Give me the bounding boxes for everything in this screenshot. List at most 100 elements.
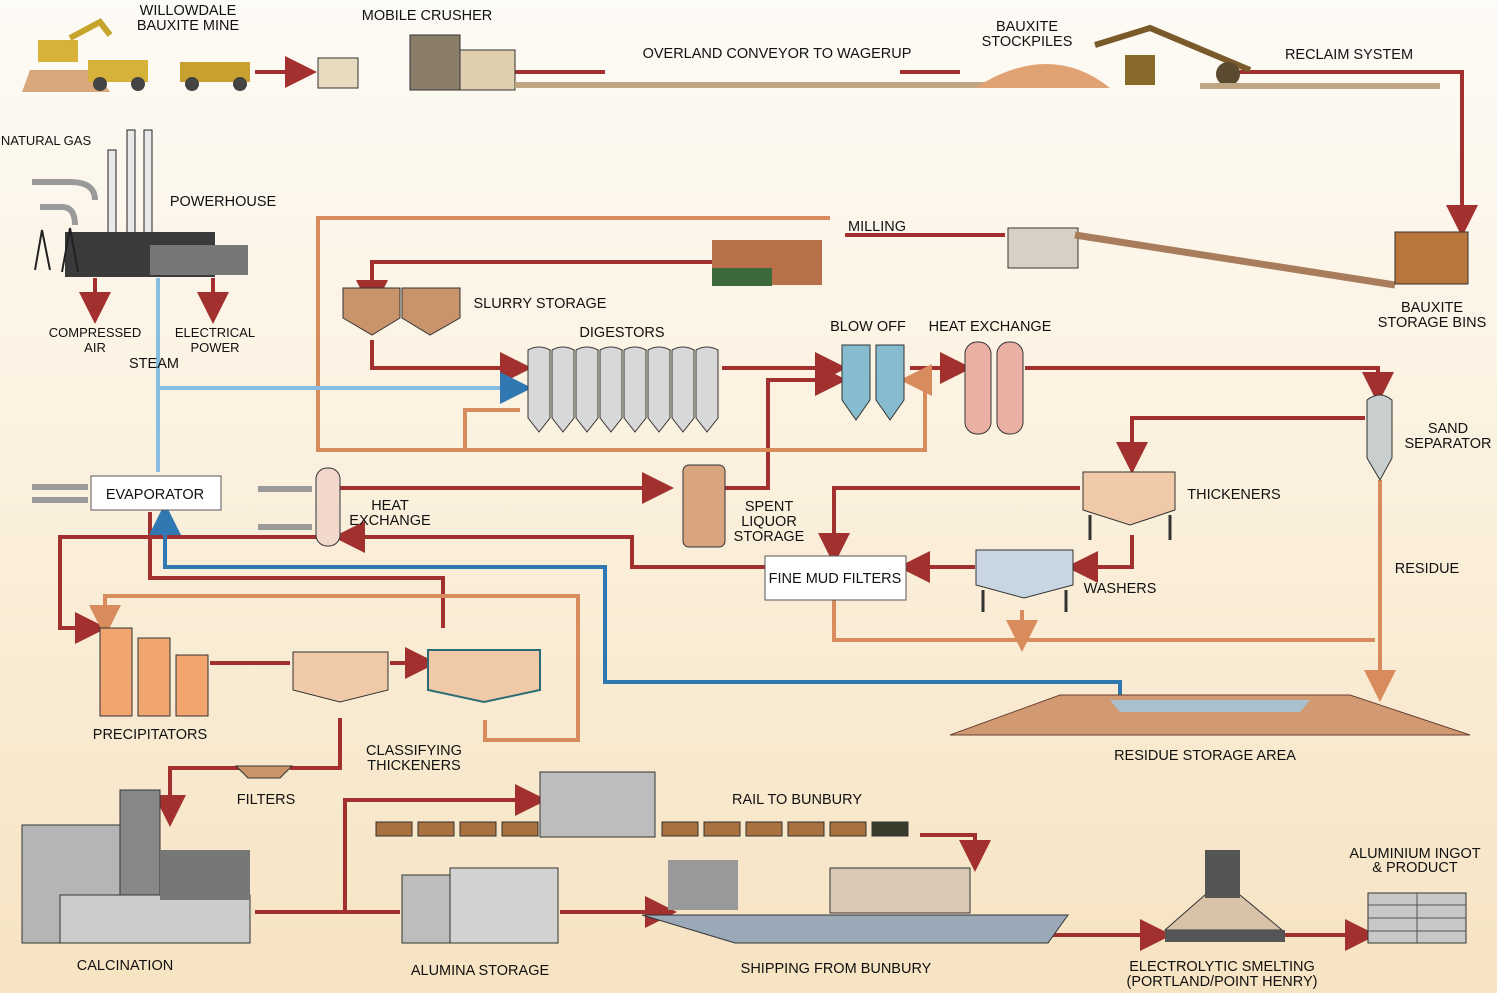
rail-wagon bbox=[829, 821, 867, 837]
heat-exchangers-top bbox=[964, 341, 1024, 435]
thickeners-label: THICKENERS bbox=[1187, 487, 1280, 503]
fine-mud-filters-label: FINE MUD FILTERS bbox=[769, 571, 902, 587]
rail-to-ship-pipe bbox=[920, 833, 991, 872]
slurry-tanks bbox=[342, 287, 461, 336]
filters-to-heatx-pipe bbox=[333, 521, 765, 569]
powerhouse-building bbox=[34, 129, 248, 277]
evaporator-box bbox=[90, 475, 222, 511]
digestor-vessels bbox=[527, 346, 719, 433]
rail-wagon bbox=[501, 821, 539, 837]
shipping-label: SHIPPING FROM BUNBURY bbox=[741, 961, 932, 977]
digestor-vessel bbox=[599, 346, 623, 433]
calcination-label: CALCINATION bbox=[77, 958, 173, 974]
bunbury-port-ship bbox=[641, 860, 1069, 944]
filter-unit bbox=[234, 765, 294, 779]
digestor-vessel bbox=[551, 346, 575, 433]
powerhouse-label: POWERHOUSE bbox=[170, 194, 277, 210]
milling-equipment bbox=[712, 240, 822, 286]
milling-label: MILLING bbox=[848, 219, 906, 235]
evaporator-label: EVAPORATOR bbox=[106, 487, 204, 503]
precipitator-tanks bbox=[99, 627, 209, 717]
crusher-label: MOBILE CRUSHER bbox=[362, 8, 493, 24]
thickener-tank bbox=[1082, 471, 1176, 540]
overland-conveyor-pipe bbox=[515, 70, 1462, 225]
rail-wagon bbox=[661, 821, 699, 837]
mine-equipment bbox=[22, 18, 250, 92]
slurry-storage-label: SLURRY STORAGE bbox=[474, 296, 607, 312]
spent-liquor-to-blowoff-pipe bbox=[705, 364, 847, 490]
evaporator-loop-pipe bbox=[58, 512, 445, 628]
bauxite-stockpile bbox=[975, 64, 1110, 88]
gas-inlet-arrows bbox=[32, 179, 312, 530]
digestor-vessel bbox=[575, 346, 599, 433]
washers-label: WASHERS bbox=[1084, 581, 1157, 597]
reclaimer bbox=[1094, 24, 1440, 89]
rail-wagon bbox=[745, 821, 783, 837]
bins-conveyor bbox=[1007, 227, 1469, 289]
steam-label: STEAM bbox=[129, 356, 179, 372]
mobile-crusher bbox=[317, 34, 985, 91]
rail-wagon bbox=[703, 821, 741, 837]
filters-label: FILTERS bbox=[237, 792, 296, 808]
sand-separator-vessel bbox=[1366, 394, 1393, 482]
mud-to-residue-pipe bbox=[832, 600, 1375, 640]
thickeners-to-washers-pipe bbox=[1066, 535, 1134, 583]
rail-label: RAIL TO BUNBURY bbox=[732, 792, 862, 808]
ingot-label: ALUMINIUM INGOT& PRODUCT bbox=[1349, 846, 1480, 876]
milling-to-slurry-pipe bbox=[356, 260, 730, 312]
alumina-storage-label: ALUMINA STORAGE bbox=[411, 963, 550, 979]
rail-train bbox=[375, 771, 909, 838]
calcination-to-alumina-pipe bbox=[255, 800, 535, 914]
steam-pipe bbox=[156, 278, 520, 472]
fine-mud-filters-box bbox=[764, 555, 907, 601]
alumina-silos bbox=[401, 867, 559, 944]
washer-tank bbox=[975, 549, 1074, 612]
aluminium-ingot-stack bbox=[1367, 892, 1467, 944]
blow-off-label: BLOW OFF bbox=[830, 319, 906, 335]
residue-storage-label: RESIDUE STORAGE AREA bbox=[1114, 748, 1296, 764]
classifier-tanks bbox=[292, 649, 541, 704]
residue-storage-dam bbox=[949, 694, 1471, 736]
digestor-vessel bbox=[527, 346, 551, 433]
smelting-label: ELECTROLYTIC SMELTING(PORTLAND/POINT HEN… bbox=[1127, 959, 1318, 990]
classifier-recycle-pipe bbox=[89, 594, 580, 742]
classifier-to-filters-pipe bbox=[290, 718, 342, 770]
rail-wagon bbox=[375, 821, 413, 837]
heat-exchange-top-label: HEAT EXCHANGE bbox=[929, 319, 1052, 335]
spent-liquor-tank bbox=[682, 464, 726, 548]
heatx-to-sand-pipe bbox=[1025, 366, 1394, 404]
filters-to-calcination-pipe bbox=[154, 766, 240, 827]
pipes bbox=[32, 56, 1462, 951]
natural-gas-label: NATURAL GAS bbox=[1, 133, 92, 148]
residue-water-return-pipe bbox=[149, 503, 1122, 700]
rail-wagon bbox=[417, 821, 455, 837]
digestor-vessel bbox=[623, 346, 647, 433]
slurry-to-digestors-pipe bbox=[370, 340, 532, 384]
rail-wagon bbox=[871, 821, 909, 837]
heat-exchanger-mid bbox=[315, 467, 341, 547]
digestor-vessel bbox=[671, 346, 695, 433]
blow-off-vessels bbox=[841, 344, 905, 421]
residue-pond bbox=[1110, 700, 1310, 712]
conveyor-label: OVERLAND CONVEYOR TO WAGERUP bbox=[643, 46, 912, 62]
digestor-vessel bbox=[695, 346, 719, 433]
residue-label: RESIDUE bbox=[1395, 561, 1460, 577]
sand-to-thickeners-pipe bbox=[1116, 416, 1365, 474]
smelter bbox=[1163, 850, 1285, 942]
digestors-label: DIGESTORS bbox=[579, 325, 664, 341]
rail-wagon bbox=[459, 821, 497, 837]
digestor-vessel bbox=[647, 346, 671, 433]
calcination-plant bbox=[21, 789, 251, 944]
precipitators-label: PRECIPITATORS bbox=[93, 727, 207, 743]
thickeners-to-filters-pipe bbox=[818, 486, 1080, 565]
